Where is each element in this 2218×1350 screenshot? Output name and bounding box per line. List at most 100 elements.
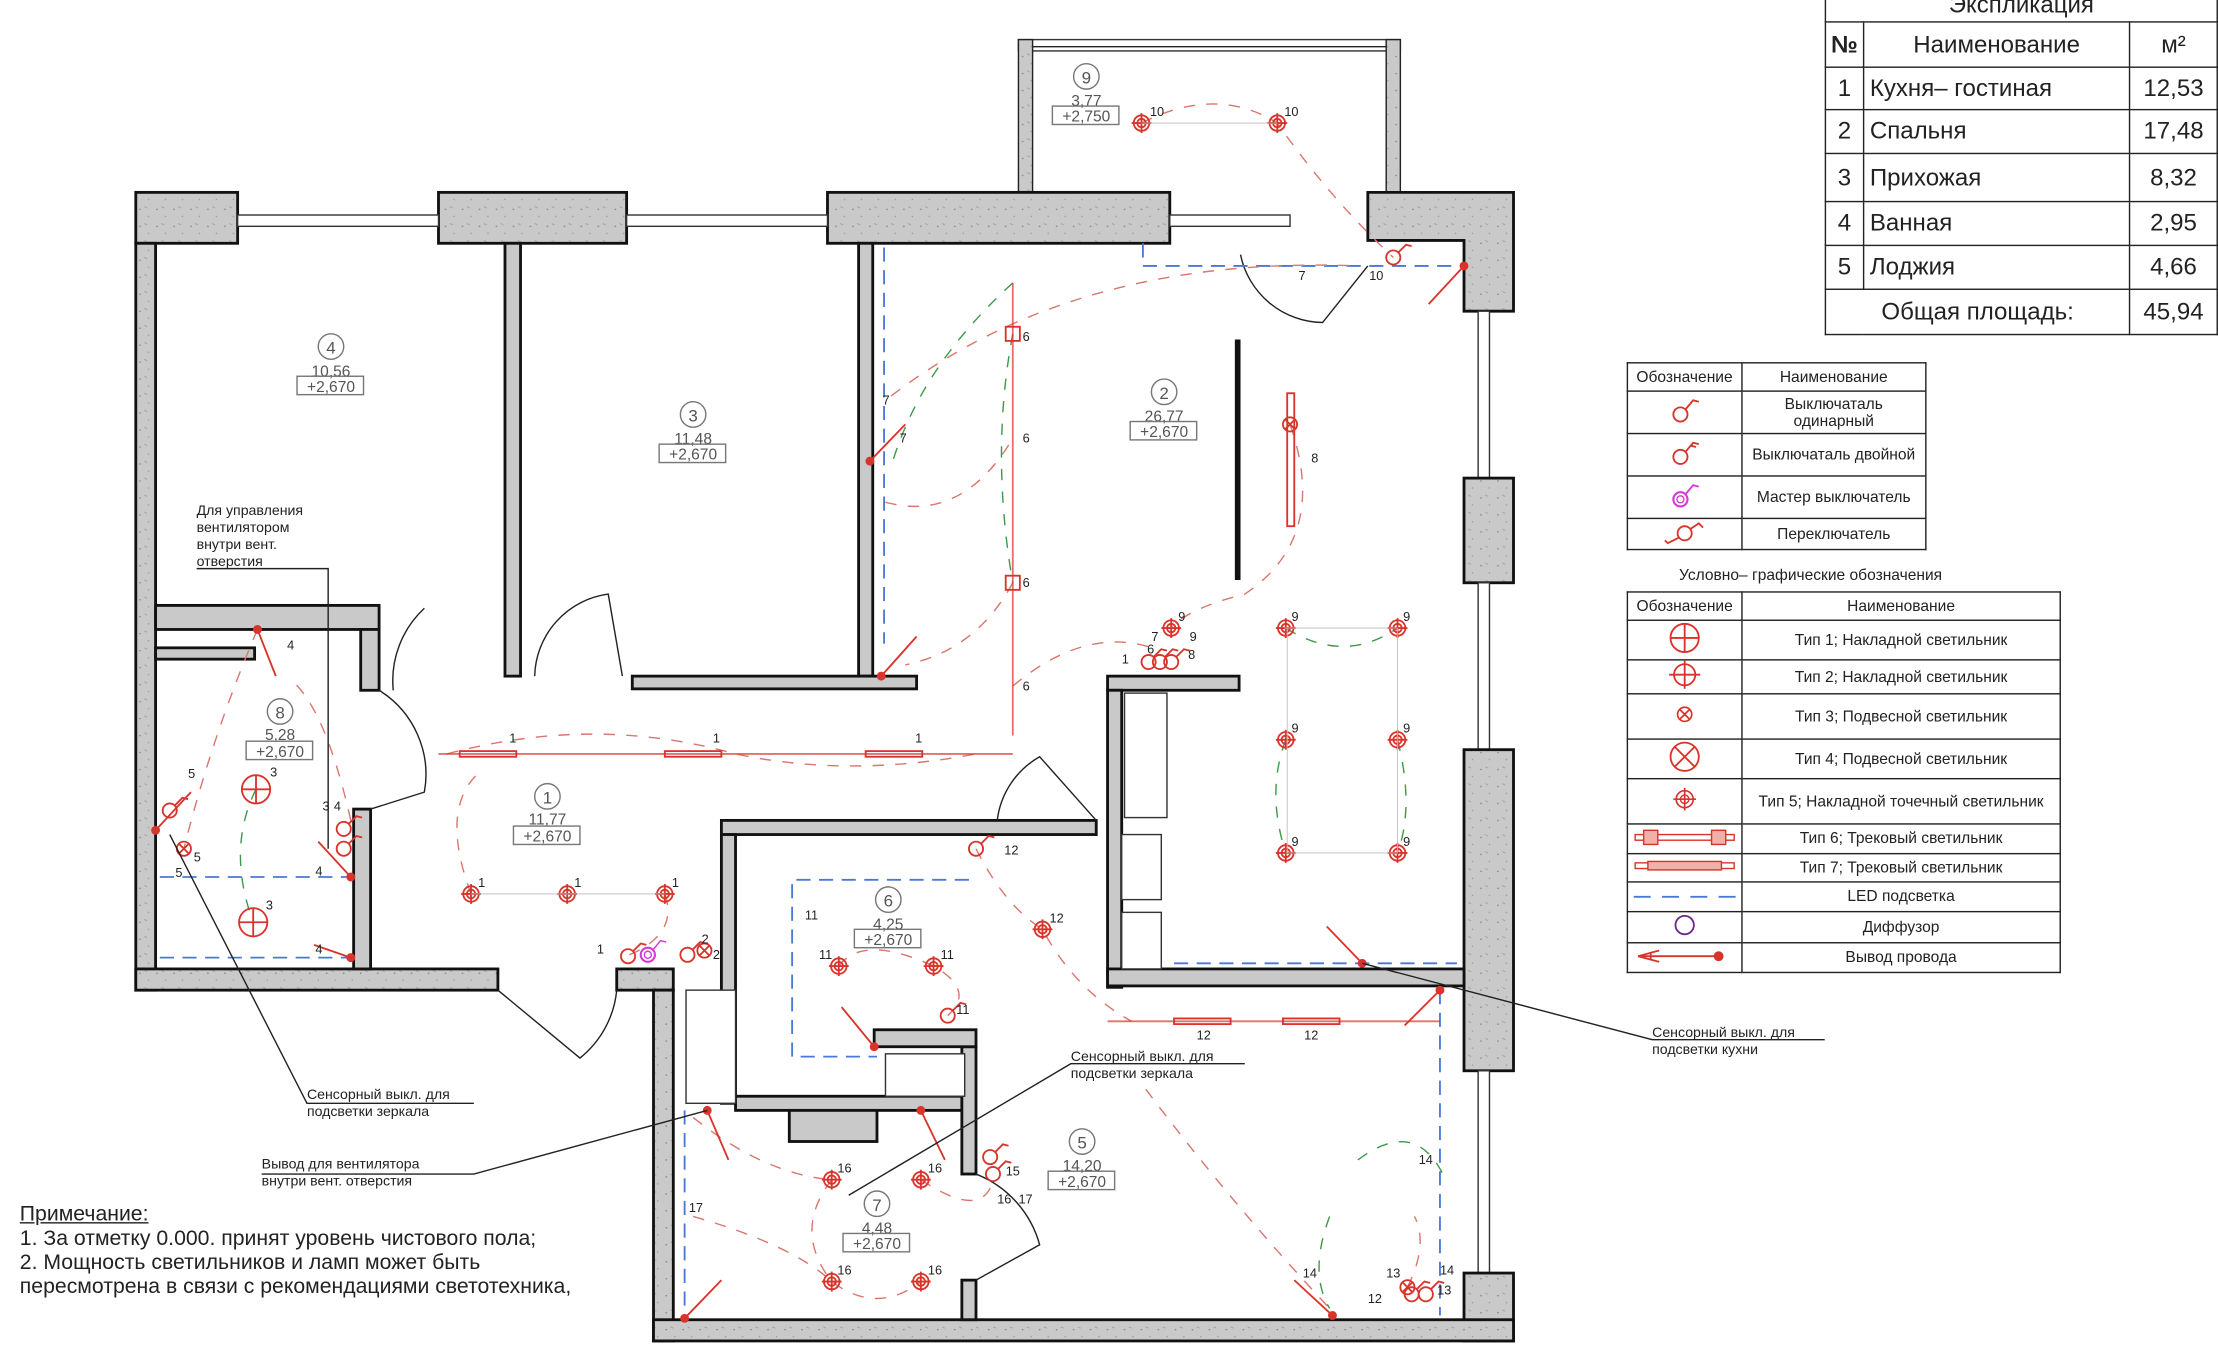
led-strips [159,243,1465,1316]
legend-row: Тип 7; Трековый светильник [1626,852,2061,883]
svg-text:5: 5 [1077,1134,1086,1153]
header-symbol: Обозначение [1626,591,1743,621]
label-9: 9 [1403,609,1410,624]
svg-text:4,25: 4,25 [873,916,903,933]
svg-text:+2,670: +2,670 [307,379,355,396]
svg-text:11,77: 11,77 [529,812,567,829]
label-10: 10 [1150,104,1164,119]
room-tag-9: 93,77+2,750 [1051,62,1120,126]
label-13: 13 [1386,1265,1400,1280]
notes-title: Примечание: [19,1202,149,1227]
legend-row: Выключаталь двойной [1626,432,1927,477]
legend-row: Тип 5; Накладной точечный светильник [1626,777,2061,825]
label-16: 16 [928,1161,942,1176]
legend-row: Тип 2; Накладной светильник [1626,659,2061,695]
light-fixtures [175,112,1416,1296]
label-9: 9 [1291,834,1298,849]
room-tag-1: 111,77+2,670 [512,782,581,846]
svg-text:4,48: 4,48 [862,1220,892,1237]
label-6: 6 [1023,431,1030,446]
label-2: 2 [713,947,720,962]
toggle-switch-icon [1664,522,1704,545]
room-tag-8: 85,28+2,670 [245,698,314,761]
diffuser-icon [1674,914,1695,936]
master-switch-icon [1672,484,1699,508]
legend-row: Тип 4; Подвесной светильник [1626,738,2061,780]
header-num: № [1824,21,1865,68]
svg-text:4: 4 [326,339,335,358]
label-1: 1 [1122,651,1129,666]
label-7: 7 [1299,268,1306,283]
label-11: 11 [819,947,832,962]
legend-row: Тип 6; Трековый светильник [1626,823,2061,855]
legend-row: LED подсветка [1626,881,2061,913]
notes: Примечание: 1. За отметку 0.000. принят … [20,1202,614,1298]
svg-text:14,20: 14,20 [1063,1158,1102,1175]
wiring [183,103,1444,1309]
label-2: 2 [702,931,709,946]
type2-surface-light-icon [1669,660,1701,689]
svg-text:+2,670: +2,670 [853,1236,901,1253]
svg-text:+2,670: +2,670 [256,744,304,761]
group-labels: 10 10 10 7 6 6 6 6 7 7 8 9 9 9 9 9 9 9 9… [175,104,1454,1306]
svg-text:2: 2 [1159,384,1168,403]
label-6: 6 [1147,641,1154,656]
label-1: 1 [915,731,922,746]
legend-row: Диффузор [1626,910,2061,944]
svg-text:11,48: 11,48 [674,431,712,448]
svg-text:6: 6 [884,892,893,911]
label-12: 12 [1197,1028,1211,1043]
explication-title: Экспликация [1824,0,2218,23]
label-16: 16 [997,1192,1011,1207]
wire-outlet-icon [1637,948,1724,963]
room-tags: 111,77+2,670 226,77+2,670 311,48+2,670 4… [245,62,1198,1253]
label-9: 9 [1403,721,1410,736]
legend-row: Выключаталь одинарный [1626,390,1927,435]
type3-pendant-light-icon [1676,706,1693,723]
header-symbol: Обозначение [1626,362,1743,392]
label-3: 3 [323,799,330,814]
label-16: 16 [928,1262,942,1277]
room-tag-3: 3 11,48+2,670 [658,401,727,464]
label-5: 5 [175,865,182,880]
label-7: 7 [883,393,890,408]
label-8: 8 [1188,647,1195,662]
room-tag-7: 74,48+2,670 [842,1190,911,1253]
label-12: 12 [1368,1291,1382,1306]
label-7: 7 [900,431,907,446]
switches [161,243,1446,1303]
walls [134,190,1515,1343]
type6-track-light-icon [1634,828,1735,845]
label-16: 16 [837,1262,851,1277]
label-17: 17 [1018,1192,1032,1207]
svg-text:1: 1 [543,788,552,807]
label-14: 14 [1303,1265,1317,1280]
label-11: 11 [941,947,954,962]
legend-row: Тип 1; Накладной светильник [1626,619,2061,661]
symbols-legend-title: Условно– графические обозначения [1679,567,1943,585]
svg-text:+2,750: +2,750 [1062,109,1110,126]
label-5: 5 [188,766,195,781]
svg-text:+2,670: +2,670 [669,447,717,464]
label-4: 4 [315,864,322,879]
label-9: 9 [1291,609,1298,624]
label-13: 13 [1437,1282,1451,1297]
label-6: 6 [1023,575,1030,590]
svg-text:3: 3 [688,407,697,426]
label-9: 9 [1291,721,1298,736]
label-12: 12 [1304,1028,1318,1043]
note-item: 1. За отметку 0.000. принят уровень чист… [19,1226,537,1251]
room-tag-6: 64,25+2,670 [853,886,922,949]
label-10: 10 [1284,104,1298,119]
